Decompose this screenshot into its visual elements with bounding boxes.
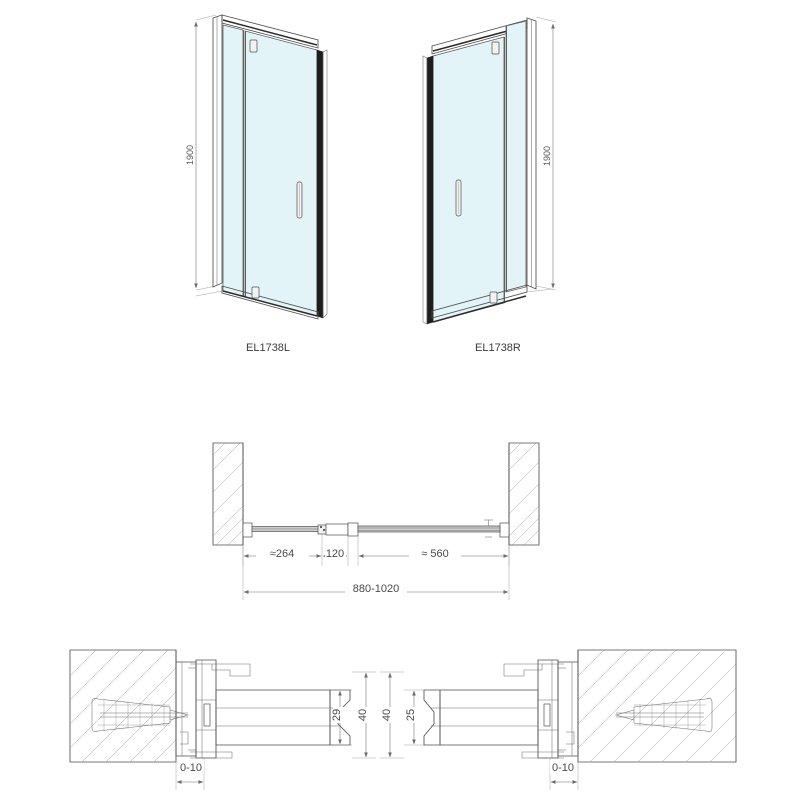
- top-rail-left: [221, 14, 319, 49]
- detail-left-glass-section: [215, 689, 351, 746]
- plan-door-leaf: [357, 525, 501, 533]
- elevation-left-view: 1900: [185, 14, 328, 354]
- detail-right-glass-offset-label: 25: [405, 709, 417, 721]
- detail-right-view: 25 40 0-10: [380, 649, 737, 790]
- hinge-upper-left: [249, 39, 258, 53]
- detail-left-profile-depth-label: 40: [357, 709, 369, 721]
- hinge-lower-right: [489, 291, 498, 304]
- detail-left-top-cap: [190, 663, 251, 677]
- plan-dimension-hinge-gap: 120: [326, 548, 344, 560]
- detail-right-dimension-0-10: 0-10: [549, 756, 579, 790]
- detail-left-adjust-profile: [195, 659, 217, 759]
- elevation-right-height-label: 1900: [542, 146, 552, 166]
- plan-right-mount-profile: [499, 522, 510, 538]
- detail-left-wall-plug: [91, 698, 171, 732]
- plan-segment-dimensions: ≈264 120 ≈ 560: [242, 534, 510, 566]
- door-stile-left: [316, 49, 328, 319]
- elevation-left-height-label: 1900: [185, 145, 195, 165]
- plan-left-wall: [212, 442, 244, 546]
- detail-left-dimension-40: 40: [352, 671, 376, 759]
- elevation-left-part-label: EL1738L: [246, 342, 290, 354]
- door-handle-right: [455, 179, 462, 217]
- plan-hinge-zone: [325, 522, 359, 537]
- detail-left-dimension-0-10: 0-10: [175, 756, 205, 790]
- fixed-glass-panel-right: [505, 20, 527, 293]
- detail-right-dimension-40: 40: [380, 671, 404, 759]
- plan-section-view: ≈264 120 ≈ 560 880-1020: [212, 442, 540, 600]
- detail-right-wall-adjust-label: 0-10: [552, 762, 574, 774]
- right-wall-profile-iso: [526, 17, 537, 290]
- plan-dimension-door-leaf: ≈ 560: [421, 548, 448, 560]
- plan-overall-dimension-label: 880-1020: [353, 583, 400, 595]
- bottom-rail-left: [221, 285, 319, 320]
- detail-left-glass-offset-label: 29: [331, 709, 343, 721]
- detail-right-bottom-rail: [521, 751, 564, 759]
- ground-line-left: [195, 290, 223, 297]
- door-glass-panel-right: [432, 36, 505, 323]
- detail-right-dimension-25: 25: [404, 689, 424, 746]
- door-glass-panel-left: [244, 30, 318, 317]
- hinge-lower-left: [251, 286, 260, 299]
- door-handle-left: [296, 181, 303, 219]
- detail-right-screw: [614, 709, 704, 721]
- door-stile-right: [422, 55, 434, 325]
- detail-right-adjust-profile: [537, 659, 559, 759]
- plan-right-wall: [508, 442, 540, 546]
- hinge-upper-right: [491, 41, 500, 55]
- elevation-right-view: 1900: [422, 16, 557, 354]
- fixed-glass-panel-left: [222, 24, 244, 297]
- elevation-right-part-label: EL1738R: [475, 342, 521, 354]
- ground-line-right: [526, 288, 554, 293]
- plan-fixed-panel: [251, 524, 327, 535]
- left-wall-profile-iso: [212, 14, 223, 288]
- detail-left-wall-adjust-label: 0-10: [180, 762, 202, 774]
- plan-dimension-fixed-panel: ≈264: [270, 548, 294, 560]
- detail-right-wall: [577, 649, 737, 763]
- detail-right-wall-profile: [557, 661, 579, 757]
- detail-right-top-cap: [503, 663, 564, 677]
- plan-handle-marker: [484, 519, 493, 538]
- height-dimension-left: 1900: [185, 14, 217, 291]
- detail-right-wall-plug: [633, 698, 713, 732]
- detail-left-screw: [100, 709, 190, 721]
- detail-left-wall-profile: [175, 661, 197, 757]
- detail-left-view: 29 40 0-10: [69, 649, 376, 790]
- plan-left-mount-profile: [242, 522, 253, 538]
- detail-right-glass-section: [423, 689, 539, 746]
- detail-right-profile-depth-label: 40: [381, 709, 393, 721]
- detail-left-dimension-29: 29: [330, 689, 352, 746]
- height-dimension-right: 1900: [535, 16, 557, 291]
- plan-overall-dimension: 880-1020: [242, 545, 510, 600]
- detail-left-bottom-rail: [190, 751, 233, 759]
